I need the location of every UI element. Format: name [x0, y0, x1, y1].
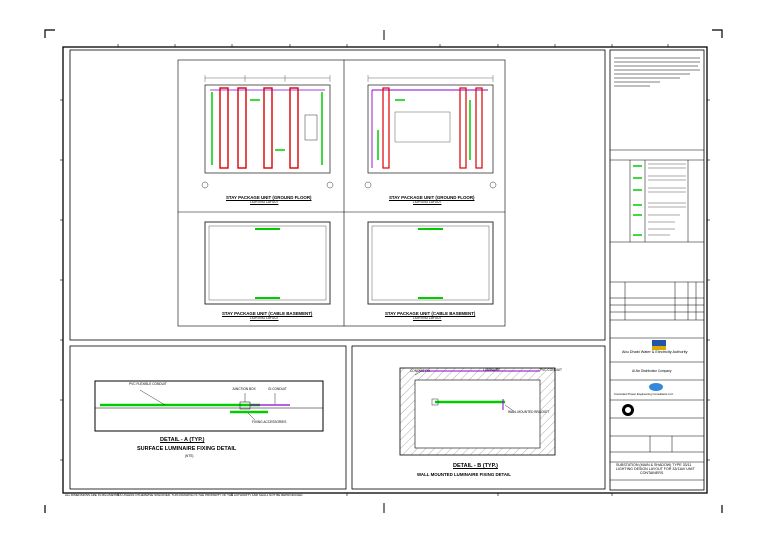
detail-b-title: DETAIL - B (TYP.) — [453, 463, 498, 469]
detail-b-callout-fix: CONDUIT FIX — [410, 369, 431, 373]
gf2-title: STAY PACKAGE UNIT (GROUND FLOOR) — [389, 195, 475, 200]
drawing-title-2: LIGHTING DESIGN LAYOUT FOR 33/11kV UNIT — [616, 467, 695, 471]
detail-a-scale: (NTS) — [185, 454, 194, 458]
cb-plan-1 — [204, 221, 331, 305]
gf-plan-1 — [201, 75, 334, 189]
drawing-title-3: CONTAINERS — [640, 471, 664, 475]
cb-plan-2 — [367, 221, 494, 305]
cb2-title: STAY PACKAGE UNIT (CABLE BASEMENT) — [385, 311, 476, 316]
gf2-subtitle: LIGHTING LAYOUT — [413, 200, 442, 204]
detail-a-callout-fix: FIXING ACCESSORIES — [252, 420, 287, 424]
detail-a-callout-flex: PVC FLEXIBLE CONDUIT — [129, 382, 167, 386]
company-name: Al Ain Distribution Company — [632, 369, 672, 373]
footer-note: ALL DIMENSIONS ARE IN MILLIMETRES UNLESS… — [65, 493, 304, 497]
detail-a-subtitle: SURFACE LUMINAIRE FIXING DETAIL — [137, 446, 237, 452]
detail-b-callout-pvc: PVC CONDUIT — [540, 368, 562, 372]
cb1-title: STAY PACKAGE UNIT (CABLE BASEMENT) — [222, 311, 313, 316]
gf1-subtitle: LIGHTING LAYOUT — [250, 200, 279, 204]
drawing-title-1: SUBSTATION (MAIN & SHADOW) TYPE 33/11 — [616, 463, 692, 467]
authority-name: Abu Dhabi Water & Electricity Authority — [622, 350, 688, 354]
detail-b-subtitle: WALL MOUNTED LUMINAIRE FIXING DETAIL — [417, 472, 511, 477]
detail-a-callout-jbox: JUNCTION BOX — [232, 387, 256, 391]
detail-b-callout-bracket: WALL MOUNTED BRACKET — [508, 410, 550, 414]
gf-plan-2 — [364, 75, 497, 189]
cb1-subtitle: LIGHTING LAYOUT — [250, 316, 279, 320]
cb2-subtitle: LIGHTING LAYOUT — [413, 316, 442, 320]
detail-a-title: DETAIL - A (TYP.) — [160, 437, 205, 443]
detail-a-callout-gi: GI CONDUIT — [268, 387, 287, 391]
detail-b-callout-lum: LUMINAIRE — [483, 368, 501, 372]
gf1-title: STAY PACKAGE UNIT (GROUND FLOOR) — [226, 195, 312, 200]
consultant-name: Consultant Power Engineering Consultants… — [614, 392, 674, 396]
